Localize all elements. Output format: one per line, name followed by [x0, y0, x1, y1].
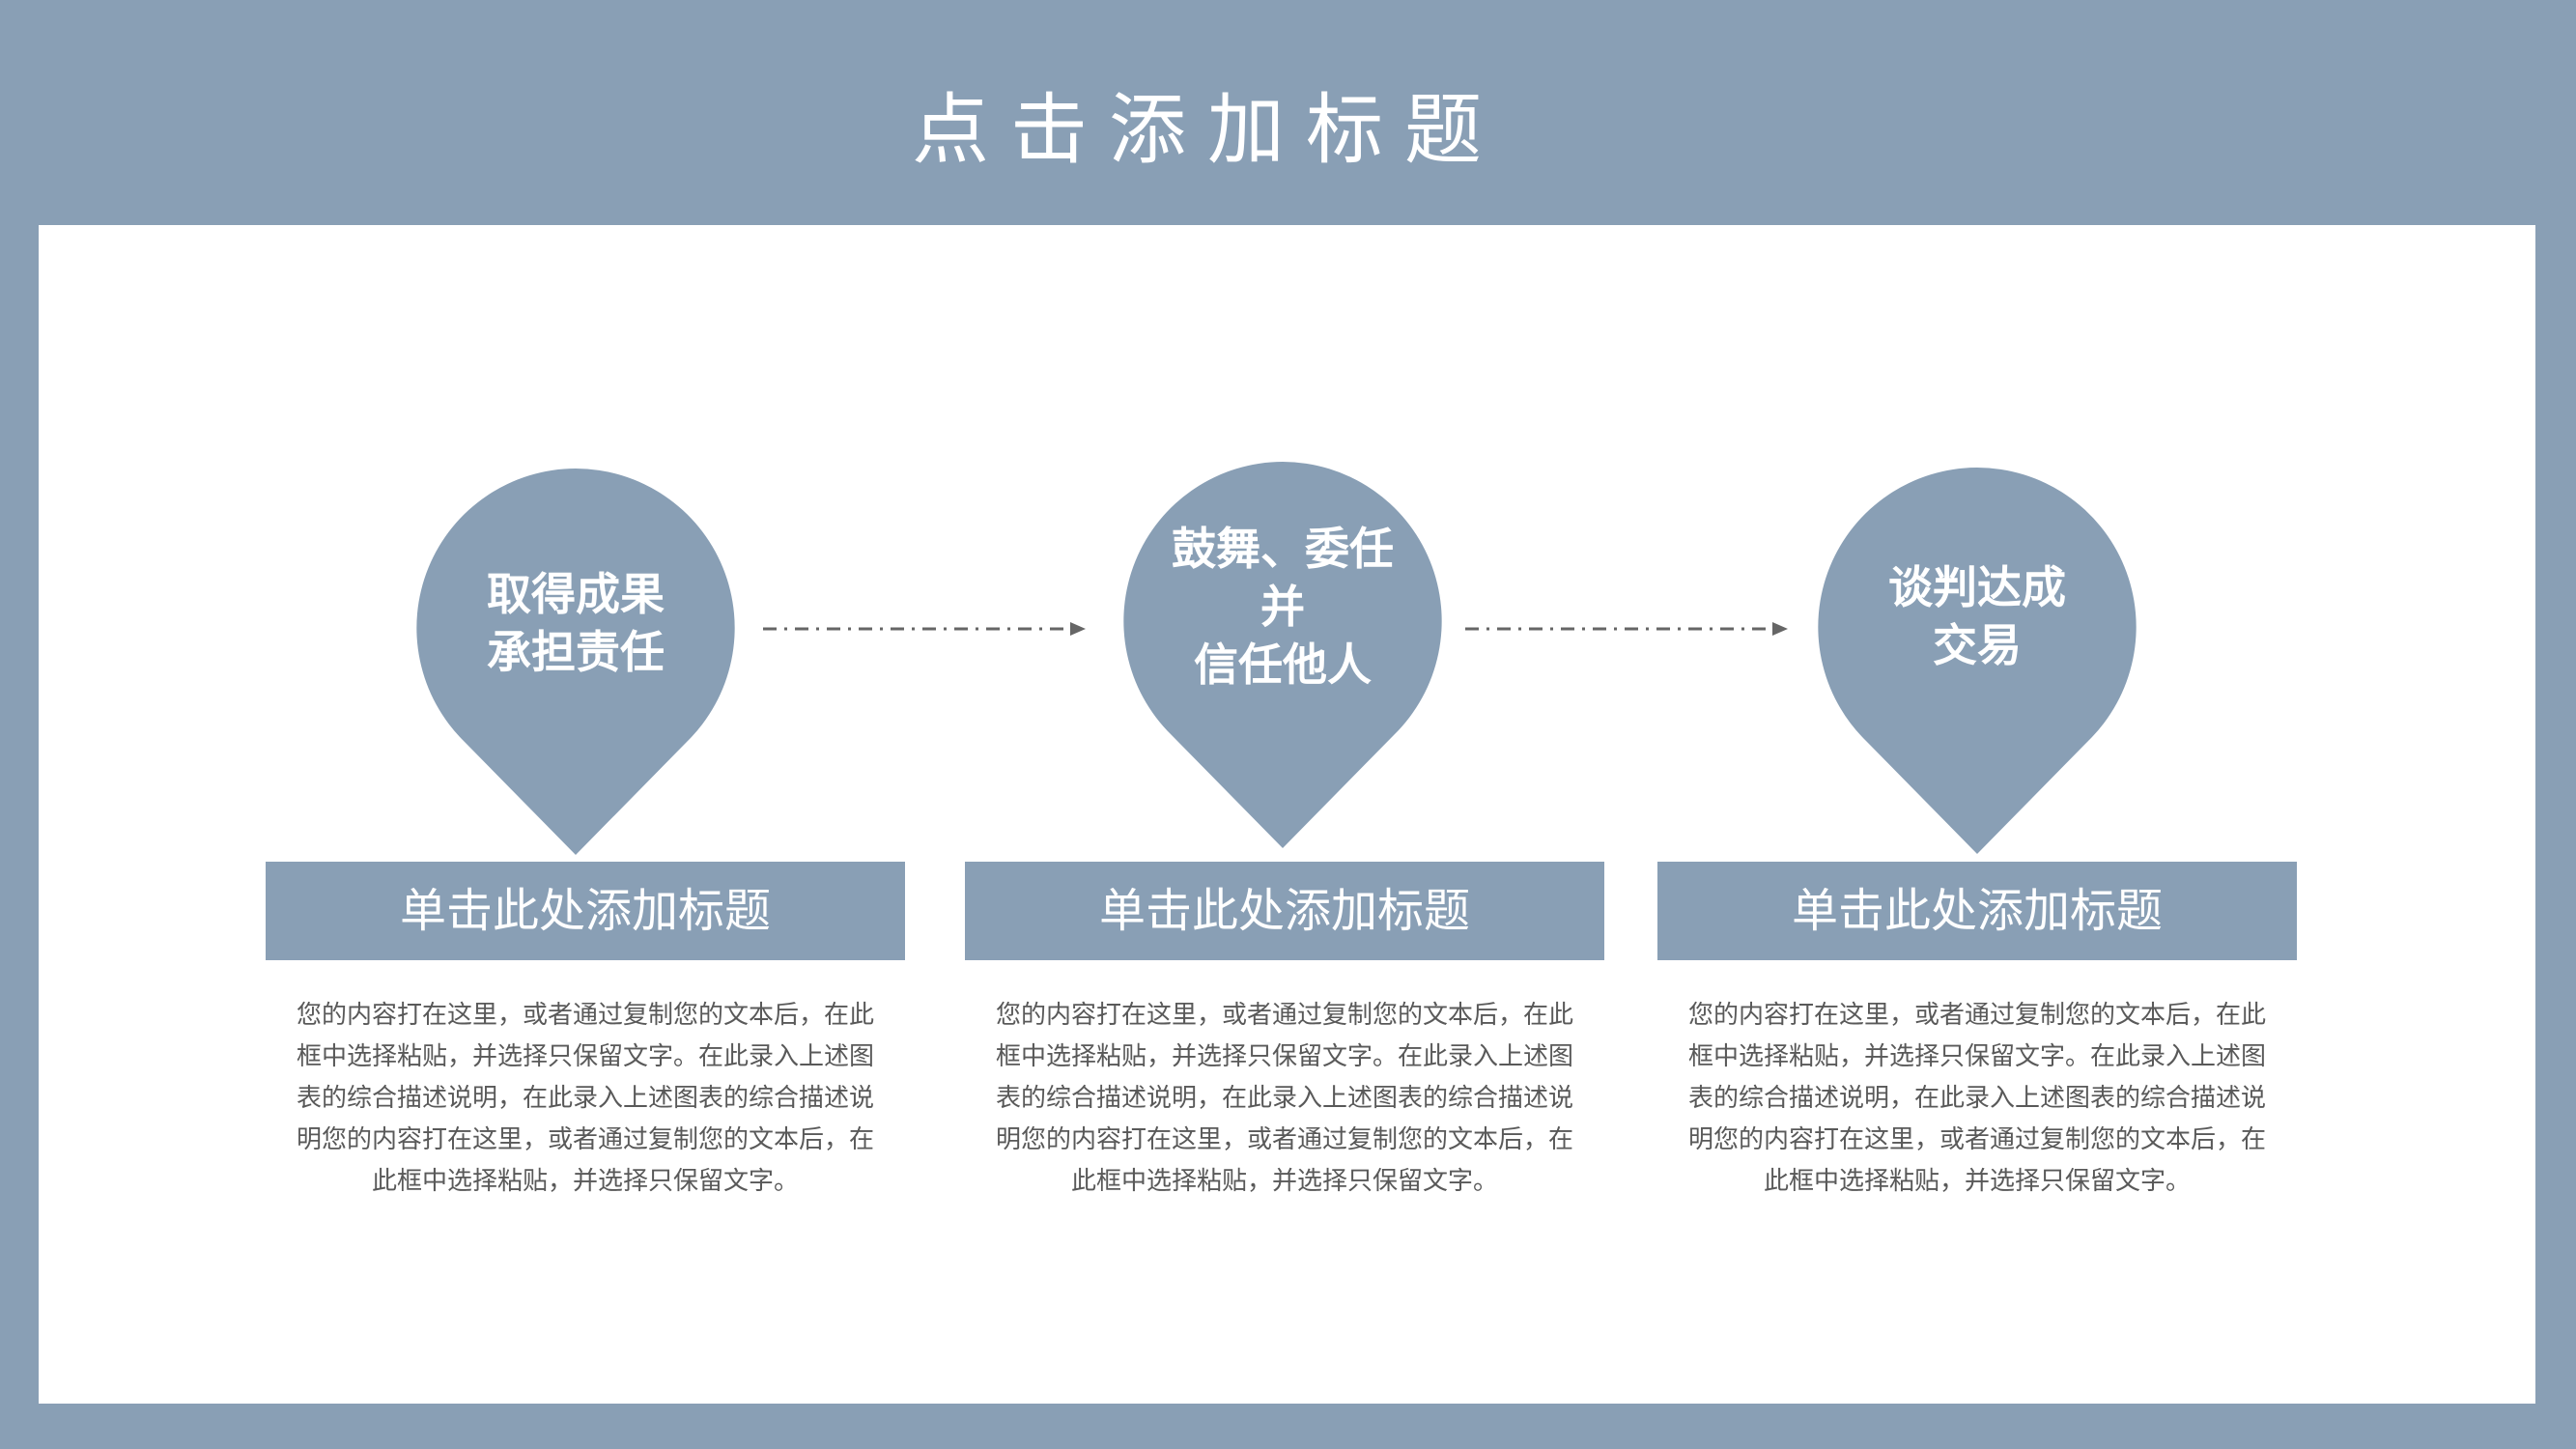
page-title: 点击添加标题 — [912, 85, 1503, 175]
map-pin-icon — [416, 469, 735, 855]
step-1-heading[interactable]: 单击此处添加标题 — [266, 862, 905, 960]
step-2-heading[interactable]: 单击此处添加标题 — [965, 862, 1604, 960]
step-3-pin-label: 谈判达成 交易 — [1888, 561, 2066, 671]
map-pin-icon — [1123, 462, 1442, 848]
connector-arrow-1 — [763, 622, 1086, 636]
step-2-description: 您的内容打在这里，或者通过复制您的文本后，在此框中选择粘贴，并选择只保留文字。在… — [995, 1001, 1573, 1196]
step-1-description: 您的内容打在这里，或者通过复制您的文本后，在此框中选择粘贴，并选择只保留文字。在… — [296, 1001, 874, 1196]
step-1-pin-label: 取得成果 承担责任 — [487, 568, 665, 678]
step-3-description: 您的内容打在这里，或者通过复制您的文本后，在此框中选择粘贴，并选择只保留文字。在… — [1687, 1001, 2266, 1196]
step-3-heading[interactable]: 单击此处添加标题 — [1657, 862, 2297, 960]
step-2-pin-label: 鼓舞、委任并 信任他人 — [1172, 523, 1394, 691]
connector-arrow-2 — [1465, 622, 1788, 636]
map-pin-icon — [1818, 468, 2137, 854]
